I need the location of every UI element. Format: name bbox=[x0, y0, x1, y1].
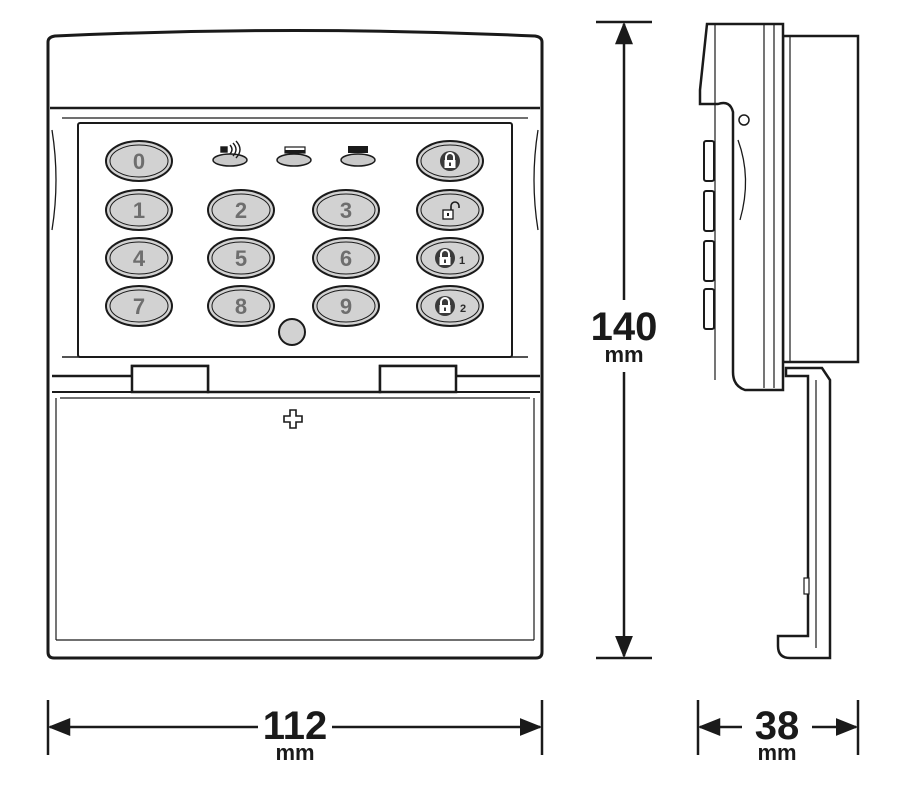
key-5-label: 5 bbox=[235, 246, 247, 271]
width-value: 112 bbox=[263, 704, 328, 748]
key-6[interactable] bbox=[312, 237, 380, 279]
key-3[interactable] bbox=[312, 189, 380, 231]
key-9-label: 9 bbox=[340, 294, 352, 319]
indicator-leds bbox=[212, 140, 376, 167]
lock-zone-1-icon bbox=[435, 248, 455, 268]
key-2-label: 2 bbox=[235, 198, 247, 223]
lock-zone-2-icon bbox=[435, 296, 455, 316]
lid-profile[interactable] bbox=[776, 366, 832, 660]
key-4-label: 4 bbox=[133, 246, 146, 271]
led-full bbox=[340, 153, 376, 167]
side-keys bbox=[703, 140, 715, 330]
hinge-right bbox=[378, 364, 458, 394]
hinge-left bbox=[130, 364, 210, 394]
key-labels: 0 1 2 3 4 5 6 7 8 9 1 2 bbox=[133, 149, 466, 319]
radio-signal-icon bbox=[220, 140, 241, 159]
lock-closed-icon bbox=[440, 151, 460, 171]
depth-dimension bbox=[696, 700, 860, 755]
key-6-label: 6 bbox=[340, 246, 352, 271]
tamper-button[interactable] bbox=[278, 318, 306, 346]
body-profile[interactable] bbox=[698, 22, 785, 392]
height-value: 140 bbox=[591, 305, 658, 349]
key-lock-1-sub: 1 bbox=[459, 255, 465, 267]
key-lock-2-sub: 2 bbox=[460, 303, 466, 315]
led-partial bbox=[276, 153, 312, 167]
key-4[interactable] bbox=[105, 237, 173, 279]
side-view bbox=[698, 22, 860, 660]
screw-cross-icon bbox=[283, 409, 303, 429]
key-1[interactable] bbox=[105, 189, 173, 231]
lock-open-icon bbox=[442, 201, 460, 220]
function-keys bbox=[416, 140, 484, 327]
key-8-label: 8 bbox=[235, 294, 247, 319]
key-7[interactable] bbox=[105, 285, 173, 327]
width-dimension bbox=[46, 700, 544, 755]
height-dimension bbox=[596, 20, 652, 660]
key-8[interactable] bbox=[207, 285, 275, 327]
key-3-label: 3 bbox=[340, 198, 352, 223]
key-0-label: 0 bbox=[133, 149, 145, 174]
led-radio bbox=[212, 153, 248, 167]
depth-value: 38 bbox=[755, 704, 800, 748]
hinge-pin-hole bbox=[738, 114, 750, 126]
base-plate bbox=[781, 34, 860, 364]
partial-arm-icon bbox=[284, 146, 306, 154]
digit-keys bbox=[105, 140, 380, 327]
height-unit: mm bbox=[604, 342, 643, 367]
key-9[interactable] bbox=[312, 285, 380, 327]
width-unit: mm bbox=[275, 740, 314, 765]
full-arm-icon bbox=[348, 146, 368, 153]
depth-unit: mm bbox=[757, 740, 796, 765]
key-1-label: 1 bbox=[133, 198, 145, 223]
key-7-label: 7 bbox=[133, 294, 145, 319]
front-view bbox=[46, 29, 544, 660]
key-5[interactable] bbox=[207, 237, 275, 279]
key-2[interactable] bbox=[207, 189, 275, 231]
key-0[interactable] bbox=[105, 140, 173, 182]
